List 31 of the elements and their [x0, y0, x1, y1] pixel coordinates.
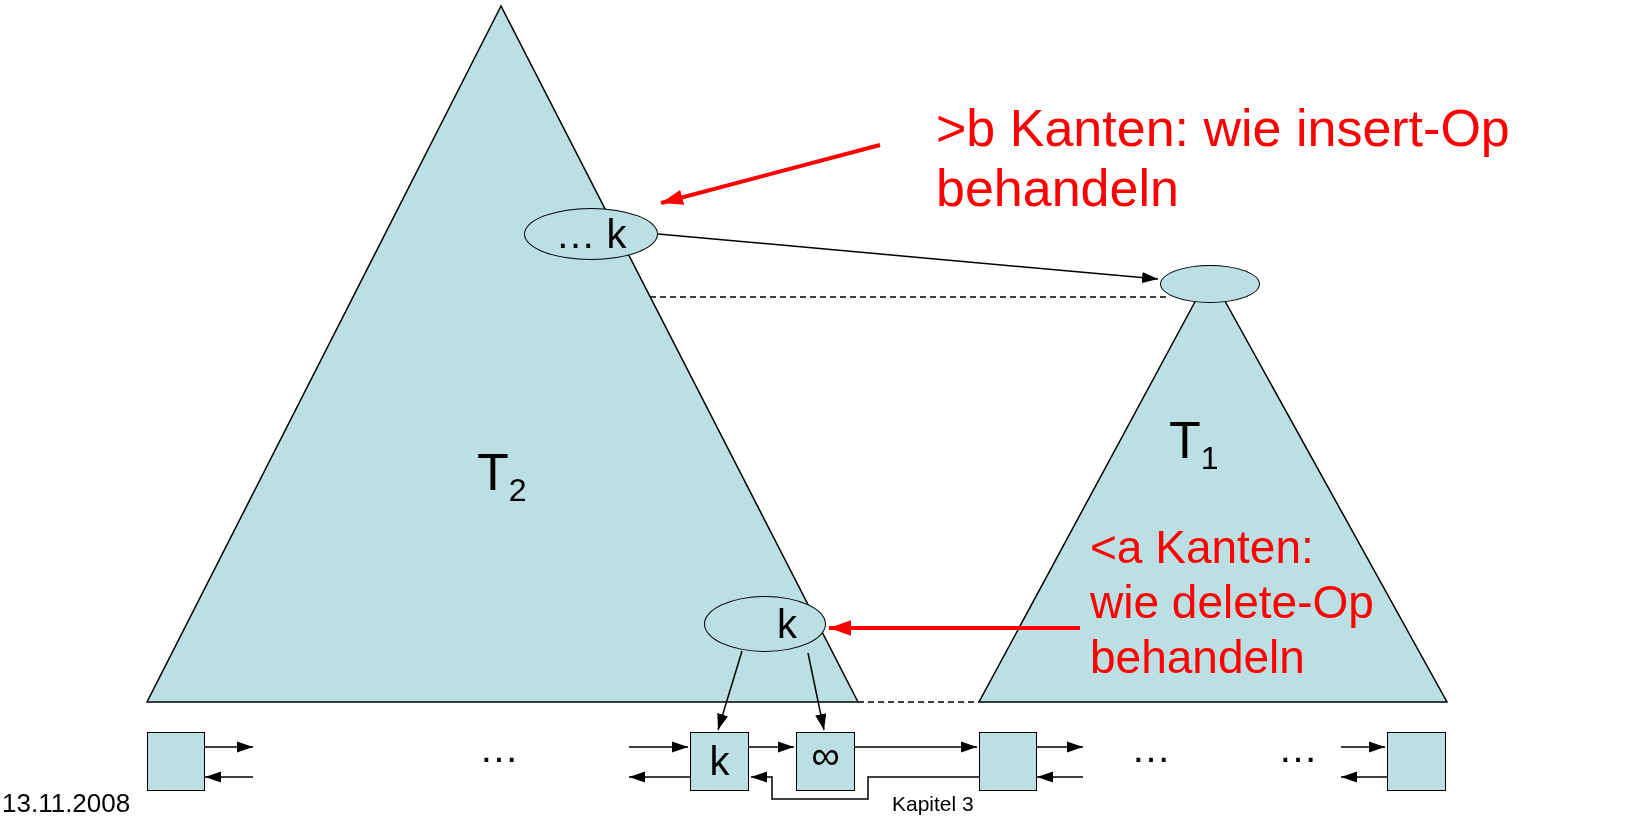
list-box: [979, 732, 1037, 791]
arrow: [1036, 741, 1084, 753]
arrow: [829, 620, 1080, 636]
arrow: [204, 771, 254, 783]
annotation-text: <a Kanten: wie delete-Op behandeln: [1090, 520, 1390, 710]
arrow: [854, 741, 978, 753]
dashed-line: [857, 701, 980, 703]
tree-label: T$_{2}$: [477, 446, 527, 507]
arrow: [660, 143, 881, 205]
arrow: [204, 741, 254, 753]
ellipsis: …: [1131, 728, 1171, 768]
arrow: [717, 650, 743, 731]
arrow: [748, 741, 795, 753]
ellipsis: …: [479, 728, 519, 768]
arrow: [657, 233, 1159, 284]
annotation-text: >b Kanten: wie insert-Op behandeln: [936, 98, 1576, 228]
tree-label: T$_{1}$: [1169, 414, 1219, 475]
list-box: [1387, 732, 1446, 791]
arrow: [1340, 741, 1386, 753]
arrow: [750, 771, 980, 800]
arrow: [1340, 771, 1388, 783]
arrow: [628, 741, 689, 753]
arrow: [628, 771, 691, 783]
list-box: k: [690, 732, 749, 791]
arrow: [807, 652, 827, 731]
arrow: [1036, 771, 1084, 783]
list-box: ∞: [796, 732, 855, 791]
chapter-text: Kapitel 3: [892, 793, 974, 814]
date-text: 13.11.2008: [2, 790, 131, 816]
ellipsis: …: [1278, 728, 1318, 768]
list-box: [147, 732, 205, 791]
